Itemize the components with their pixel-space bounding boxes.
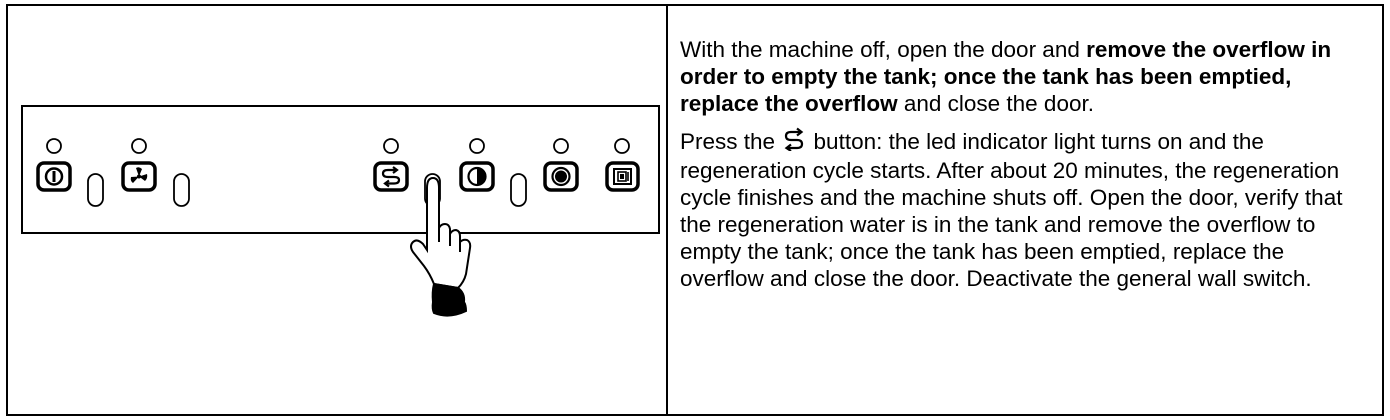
regeneration-cycle-icon	[783, 127, 805, 157]
pressing-hand-icon	[410, 176, 472, 317]
led-full-cycle	[553, 138, 569, 154]
control-panel-outline	[21, 105, 660, 234]
door-button[interactable]	[605, 161, 640, 192]
filled-circle-icon	[551, 166, 571, 187]
control-panel-illustration	[21, 105, 660, 317]
regeneration-button[interactable]	[373, 161, 409, 192]
paragraph-1-text-b: and close the door.	[897, 91, 1094, 116]
full-cycle-button[interactable]	[543, 161, 579, 192]
led-regeneration	[383, 138, 399, 154]
instruction-paragraph-2: Press the button: the led indicator ligh…	[680, 127, 1360, 292]
paragraph-2-text-a: Press the	[680, 129, 782, 154]
illustration-cell	[8, 6, 668, 414]
instruction-paragraph-1: With the machine off, open the door and …	[680, 36, 1360, 117]
power-icon	[44, 167, 64, 186]
fan-icon	[130, 167, 148, 183]
power-button[interactable]	[36, 161, 72, 192]
paragraph-1-bold-text: remove the overflow in order to empty th…	[680, 37, 1332, 116]
instruction-table: With the machine off, open the door and …	[6, 4, 1384, 416]
led-door	[614, 138, 630, 154]
slot-2	[173, 173, 190, 207]
instruction-text-cell: With the machine off, open the door and …	[668, 6, 1382, 414]
fan-button[interactable]	[121, 161, 157, 192]
door-icon	[613, 168, 632, 185]
half-cycle-button[interactable]	[459, 161, 495, 192]
paragraph-2-text-b: button: the led indicator light turns on…	[680, 129, 1343, 291]
regeneration-cycle-icon	[381, 166, 401, 188]
half-circle-icon	[467, 166, 487, 187]
slot-1	[87, 173, 104, 207]
paragraph-1-text-a: With the machine off, open the door and	[680, 37, 1087, 62]
led-half-cycle	[469, 138, 485, 154]
led-fan	[131, 138, 147, 154]
slot-4	[510, 173, 527, 207]
led-power	[46, 138, 62, 154]
